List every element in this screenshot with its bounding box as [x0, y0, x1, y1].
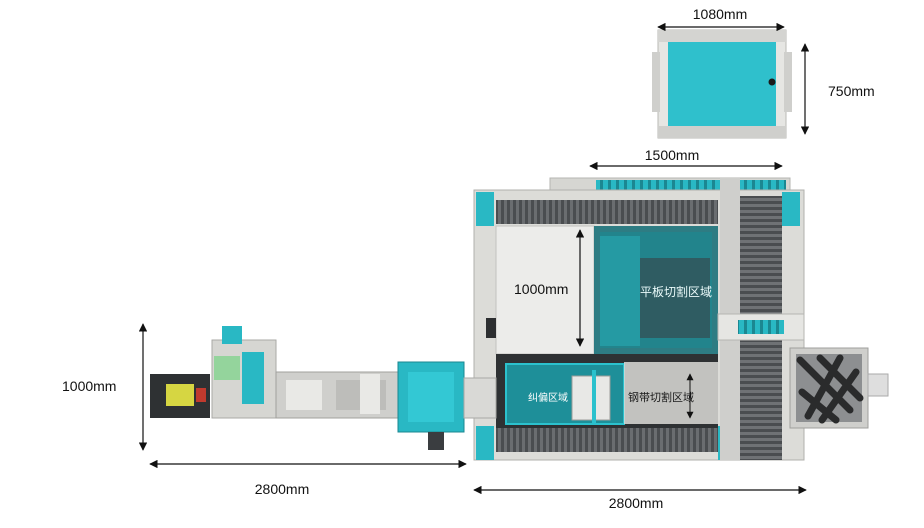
correction-zone [505, 363, 625, 425]
label-line-height: 1000mm [62, 378, 116, 394]
label-platform-depth: 1000mm [514, 281, 568, 297]
electrical-cabinet [652, 29, 792, 139]
main-cutting-machine [473, 177, 805, 461]
label-cabinet-depth: 750mm [828, 83, 875, 99]
label-strip-cutting-zone: 钢带切割区域 [628, 390, 694, 404]
label-plate-cutting-zone: 平板切割区域 [640, 284, 712, 299]
label-cabinet-width: 1080mm [693, 6, 747, 22]
label-machine-length: 2800mm [609, 495, 663, 511]
scrap-output-bin [789, 347, 889, 429]
dim-platform-width: 1500mm [589, 147, 783, 171]
label-platform-width: 1500mm [645, 147, 699, 163]
dim-line-height: 1000mm [62, 323, 148, 451]
dim-cabinet-depth: 750mm [800, 43, 875, 135]
cabinet-lock-icon [768, 78, 776, 86]
label-correction-zone: 纠偏区域 [528, 391, 568, 404]
feeding-line [150, 326, 497, 450]
dim-feeder-length: 2800mm [149, 459, 467, 497]
strip-cutting-zone [624, 362, 718, 424]
dim-cabinet-width: 1080mm [657, 6, 785, 32]
label-feeder-length: 2800mm [255, 481, 309, 497]
dim-machine-length: 2800mm [473, 485, 807, 511]
dim-platform-depth: 1000mm [514, 229, 585, 347]
